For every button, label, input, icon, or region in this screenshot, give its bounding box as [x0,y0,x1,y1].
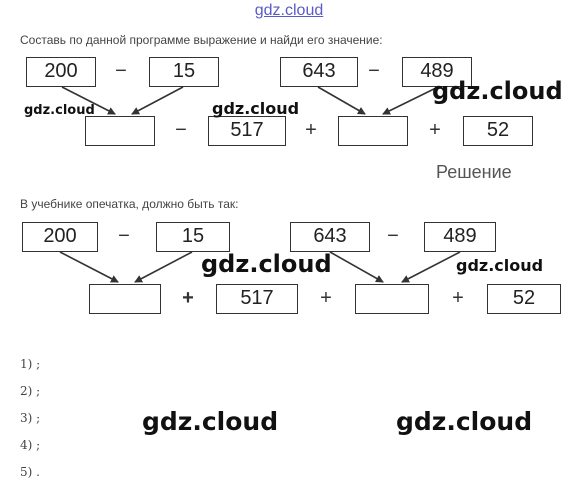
number-box-489: 489 [402,57,472,87]
arrow [59,251,119,283]
empty-result-box [85,116,155,146]
site-watermark-link[interactable]: gdz.cloud [254,2,324,19]
step-line: 4) ; [20,438,41,452]
arrow [317,86,366,115]
watermark: gdz.cloud [396,407,533,436]
plus-operator: + [182,287,194,309]
step-line: 3) ; [20,411,41,425]
task-text: Составь по данной программе выражение и … [20,33,383,47]
step-line: 5) . [20,465,40,479]
plus-operator: + [320,287,332,309]
minus-operator: − [175,119,187,141]
arrow [382,86,439,115]
empty-result-box [89,284,161,314]
watermark: gdz.cloud [432,77,563,105]
number-box-517: 517 [208,116,286,146]
number-box-517: 517 [216,284,298,314]
watermark: gdz.cloud [456,256,544,275]
number-box-15: 15 [156,222,230,252]
number-box-52: 52 [487,284,561,314]
empty-result-box [338,116,408,146]
minus-operator: − [387,225,399,247]
number-box-15: 15 [149,57,219,87]
watermark: gdz.cloud [24,103,95,118]
number-box-200: 200 [22,222,98,252]
plus-operator: + [429,119,441,141]
plus-operator: + [305,119,317,141]
number-box-52: 52 [463,116,533,146]
arrow [329,251,384,283]
number-box-643: 643 [290,222,370,252]
solution-title: Решение [436,162,512,182]
empty-result-box [355,284,429,314]
watermark: gdz.cloud [142,407,279,436]
arrow [134,251,193,283]
plus-operator: + [452,287,464,309]
step-line: 1) ; [20,357,41,371]
arrow [401,251,461,283]
watermark: gdz.cloud [212,99,300,118]
minus-operator: − [368,60,380,82]
number-box-489: 489 [424,222,496,252]
step-line: 2) ; [20,384,41,398]
number-box-200: 200 [26,57,96,87]
solution-note: В учебнике опечатка, должно быть так: [20,197,239,211]
watermark: gdz.cloud [201,250,332,278]
minus-operator: − [118,225,130,247]
minus-operator: − [115,60,127,82]
arrow [131,86,184,115]
number-box-643: 643 [280,57,358,87]
